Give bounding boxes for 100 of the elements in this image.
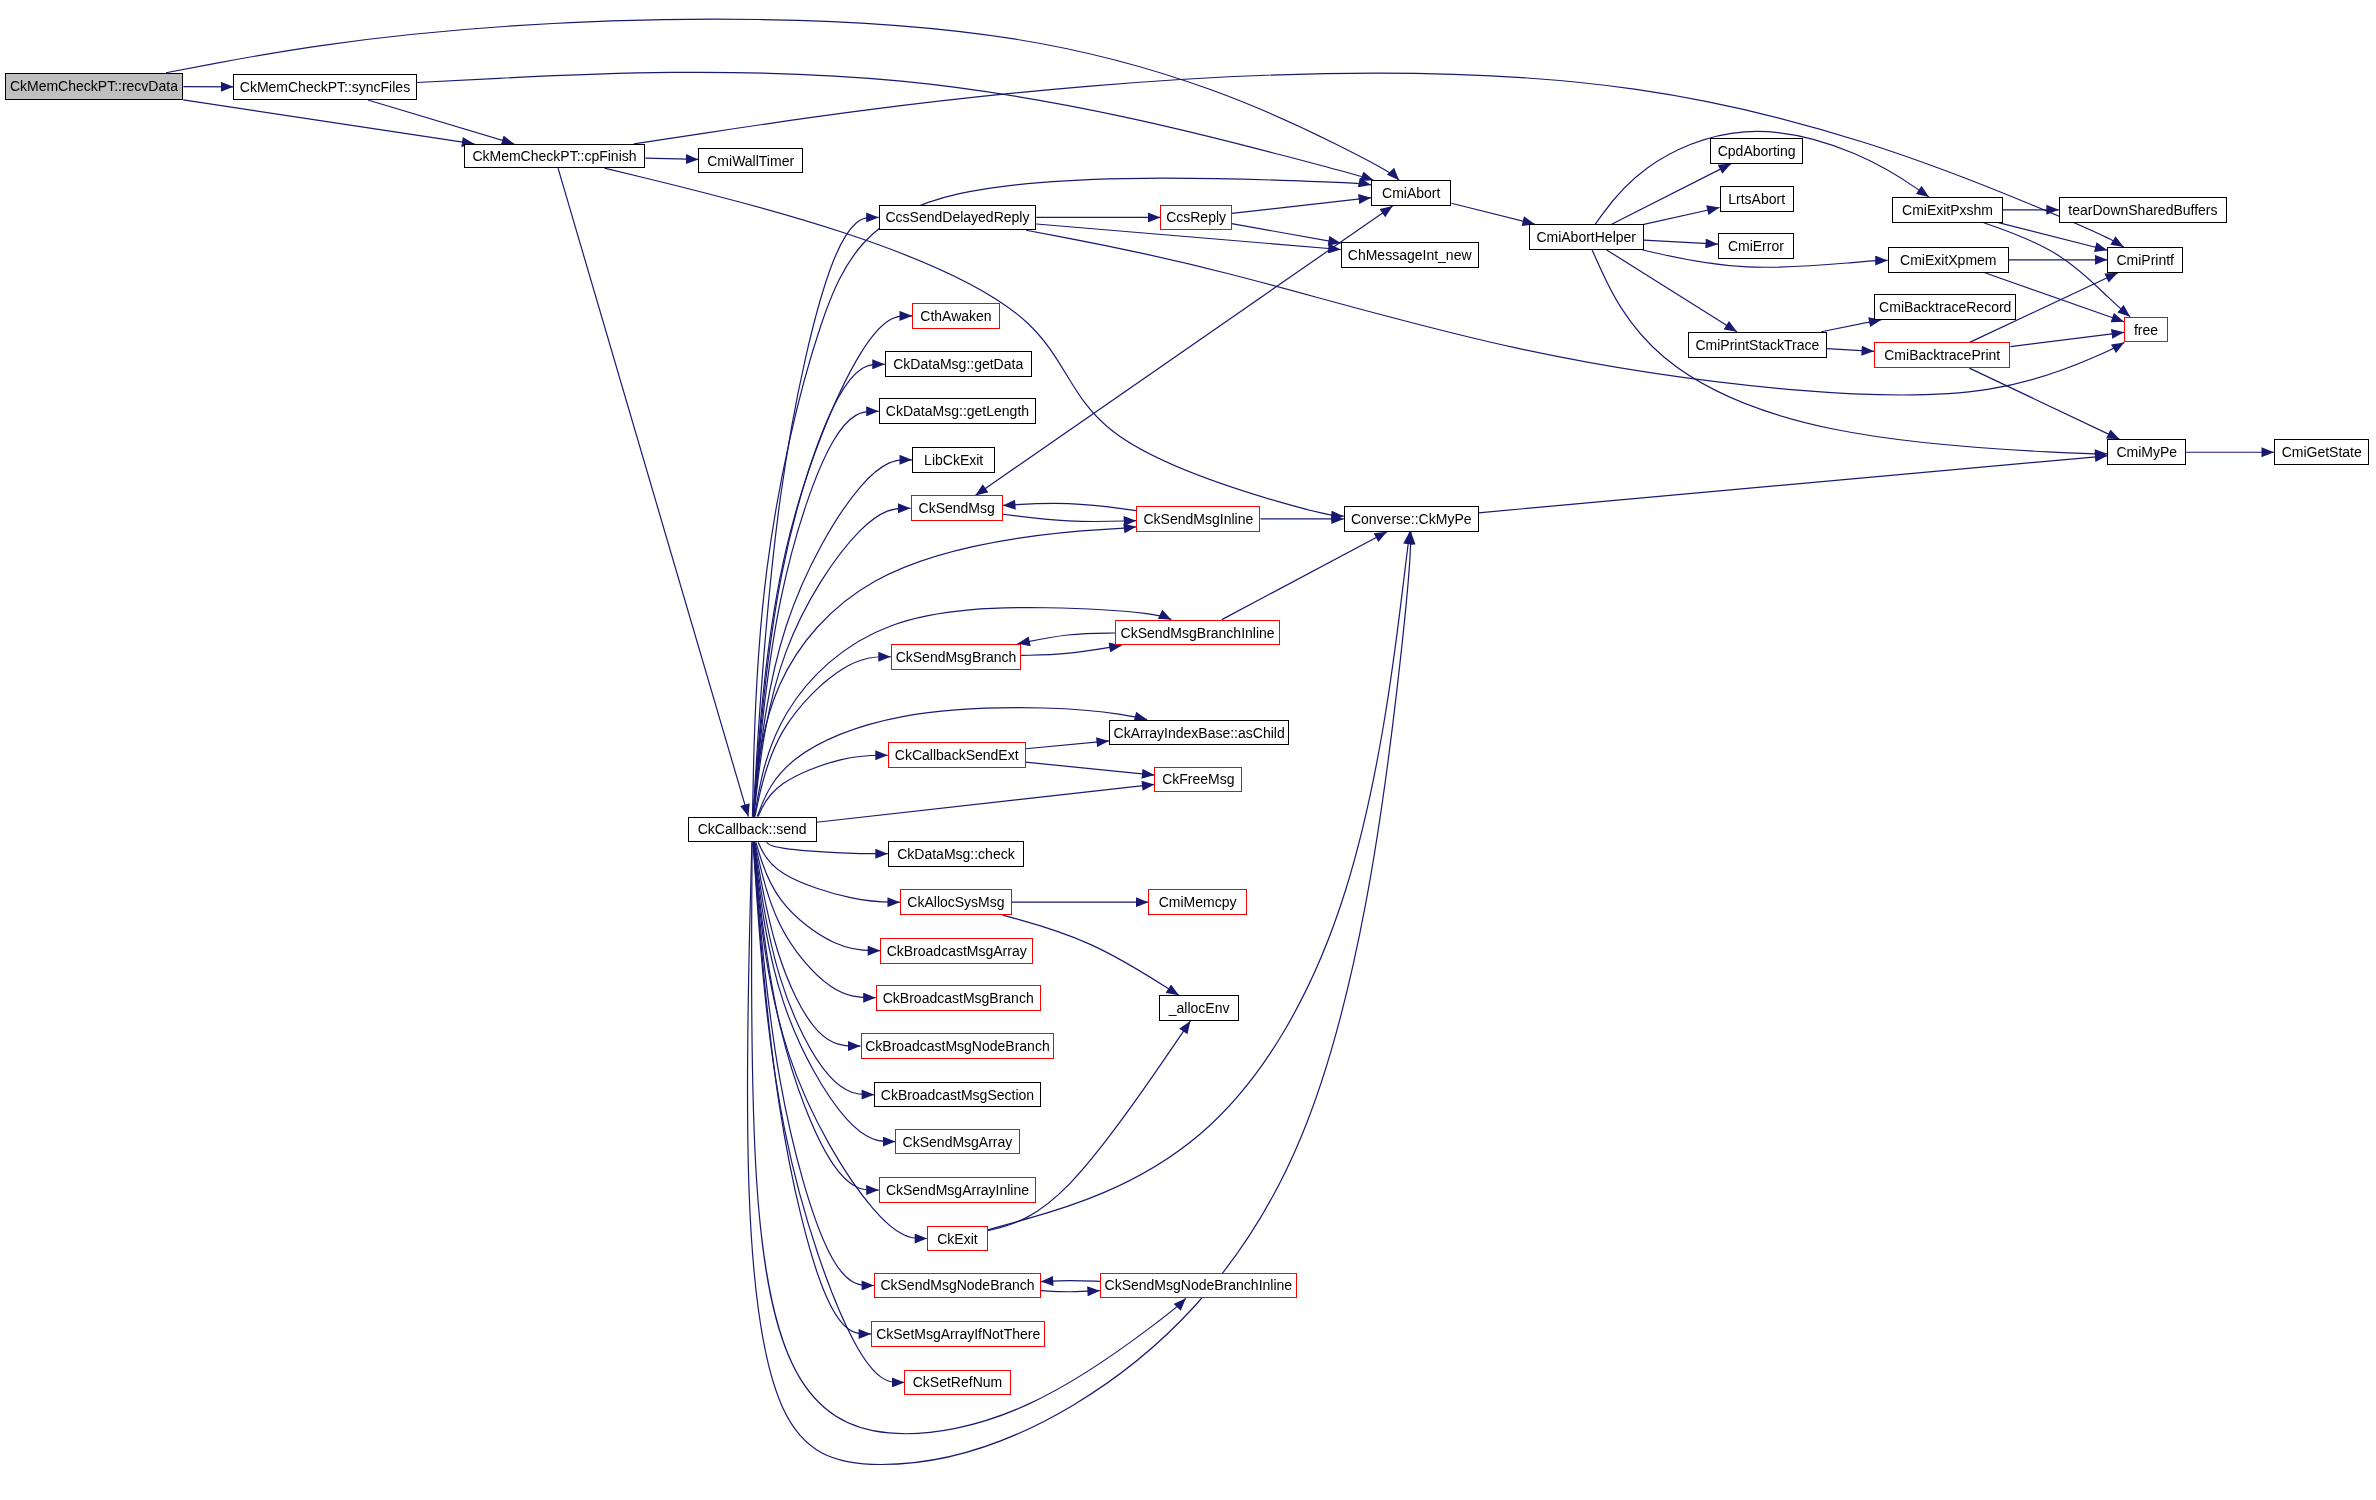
arrow <box>753 607 1172 818</box>
function-box: CmiAbort <box>1371 180 1452 207</box>
arrow <box>1040 1275 1101 1286</box>
arrow <box>1643 205 1721 225</box>
function-box: CcsReply <box>1160 204 1232 231</box>
arrow <box>1450 202 1536 227</box>
arrow <box>416 71 1375 181</box>
arrow <box>755 841 881 956</box>
arrow <box>987 1020 1191 1232</box>
arrow <box>754 841 877 1003</box>
function-box: CkSendMsgBranch <box>890 643 1022 670</box>
function-box: CkSendMsgNodeBranchInline <box>1099 1272 1297 1299</box>
arrow <box>765 841 889 859</box>
function-box: CmiAbortHelper <box>1528 224 1644 250</box>
function-box: CkBroadcastMsgArray <box>880 937 1034 964</box>
arrow <box>752 841 906 1388</box>
arrow <box>1025 737 1110 750</box>
arrow <box>557 167 750 818</box>
arrow <box>1025 761 1156 779</box>
function-box: Converse::CkMyPe <box>1343 506 1479 532</box>
arrow <box>1984 272 2125 323</box>
arrow <box>987 531 1414 1231</box>
function-box: CmiExitPxshm <box>1892 196 2003 223</box>
function-box: CkDataMsg::check <box>887 840 1025 867</box>
function-box: CkSetMsgArrayIfNotThere <box>871 1321 1046 1347</box>
function-box: LrtsAbort <box>1719 186 1794 213</box>
arrow <box>182 81 234 92</box>
function-box: CmiMemcpy <box>1148 889 1247 916</box>
function-box: CkSendMsg <box>910 495 1003 522</box>
arrow <box>367 99 515 146</box>
function-box: CkSendMsgBranchInline <box>1115 619 1281 646</box>
function-box: CkSendMsgInline <box>1136 506 1261 532</box>
function-box: tearDownSharedBuffers <box>2058 196 2228 223</box>
arrow <box>1611 163 1732 225</box>
function-box: CmiBacktracePrint <box>1874 342 2011 369</box>
arrow <box>1594 130 1930 225</box>
arrow <box>633 72 2125 248</box>
function-box: CcsSendDelayedReply <box>878 204 1037 231</box>
arrow <box>751 177 1372 818</box>
function-box: CkMemCheckPT::syncFiles <box>233 74 417 100</box>
arrow <box>1231 223 1342 246</box>
function-box: CkSendMsgArrayInline <box>878 1177 1037 1203</box>
arrow <box>1002 914 1180 996</box>
function-box: CmiPrintStackTrace <box>1687 331 1828 358</box>
function-box: CkFreeMsg <box>1154 766 1243 793</box>
function-box: CkAllocSysMsg <box>899 889 1012 916</box>
function-box: CkSendMsgNodeBranch <box>874 1272 1041 1299</box>
arrow <box>1968 367 2121 440</box>
arrow <box>1642 249 1889 268</box>
arrow <box>1011 897 1149 908</box>
arrow <box>182 99 475 147</box>
function-box: CmiBacktraceRecord <box>1874 293 2017 320</box>
arrow <box>1002 499 1137 512</box>
arrow <box>1025 229 2125 396</box>
arrow <box>1221 531 1388 621</box>
arrow <box>746 531 1416 1466</box>
arrow <box>1826 345 1875 356</box>
arrow <box>1035 223 1342 254</box>
function-box: CkArrayIndexBase::asChild <box>1108 719 1290 746</box>
function-box: CmiPrintf <box>2107 246 2184 273</box>
function-box: CkCallback::send <box>687 816 817 843</box>
arrow <box>2185 447 2275 458</box>
arrow <box>1983 222 2131 318</box>
arrow <box>974 205 1394 496</box>
arrow <box>1606 249 1738 333</box>
arrow <box>1478 451 2108 514</box>
function-box: CkDataMsg::getData <box>884 351 1032 378</box>
arrow <box>757 750 889 818</box>
arrow <box>644 154 699 165</box>
function-box: _allocEnv <box>1158 995 1240 1022</box>
arrow <box>1040 1286 1101 1297</box>
function-box: CmiExitXpmem <box>1887 246 2009 273</box>
function-box: CmiWallTimer <box>698 148 803 173</box>
function-box: CkMemCheckPT::recvData <box>4 72 184 100</box>
arrow <box>1643 238 1719 249</box>
function-box: CkSendMsgArray <box>895 1128 1020 1155</box>
function-box: CkMemCheckPT::cpFinish <box>463 143 646 169</box>
arrow <box>1035 212 1162 223</box>
arrow <box>1969 272 2119 343</box>
arrow <box>756 707 1148 818</box>
function-box: CkDataMsg::getLength <box>878 398 1037 425</box>
arrow <box>1231 194 1372 214</box>
arrow <box>1020 642 1123 657</box>
arrow <box>1016 632 1116 647</box>
function-box: free <box>2124 316 2168 343</box>
function-box: CthAwaken <box>912 303 1000 329</box>
function-box: CkExit <box>927 1225 988 1252</box>
arrow <box>754 651 892 818</box>
function-box: CkBroadcastMsgNodeBranch <box>860 1033 1055 1059</box>
arrow <box>2009 328 2125 348</box>
function-box: CmiGetState <box>2274 439 2370 466</box>
arrow <box>2002 204 2060 215</box>
function-box: CpdAborting <box>1710 137 1803 164</box>
function-box: ChMessageInt_new <box>1340 242 1479 269</box>
arrow <box>816 780 1156 823</box>
function-box: CkSetRefNum <box>904 1369 1011 1396</box>
arrow <box>1259 513 1345 524</box>
arrow <box>165 18 1400 181</box>
arrow <box>2008 254 2108 265</box>
function-box: CkBroadcastMsgSection <box>874 1081 1041 1108</box>
